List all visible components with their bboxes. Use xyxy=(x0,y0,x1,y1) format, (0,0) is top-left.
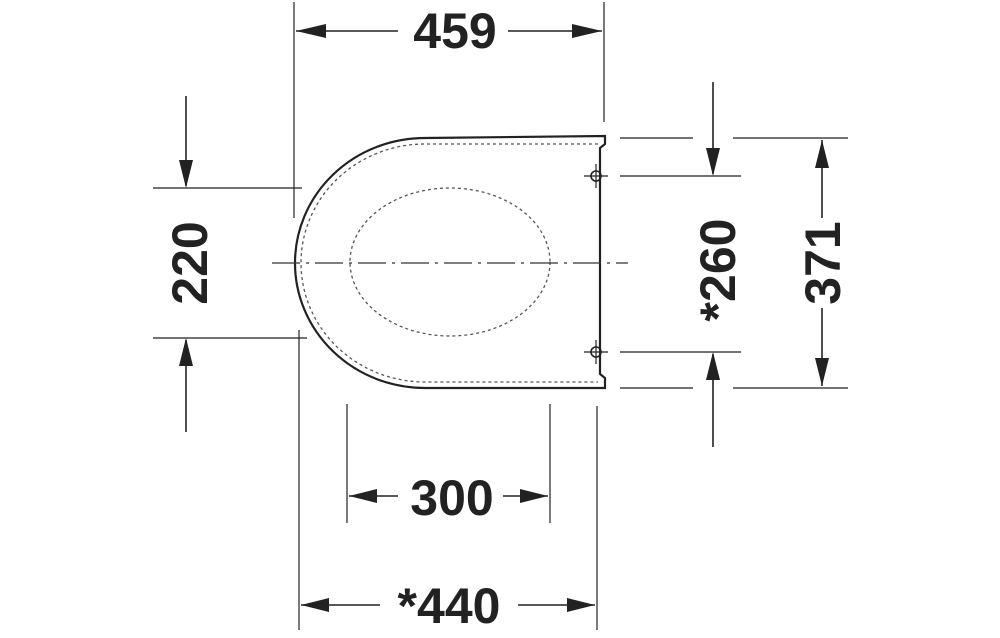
dimension-220: 220 xyxy=(162,96,218,432)
dim-text-371: 371 xyxy=(795,221,851,304)
dimension-260: *260 xyxy=(690,82,746,447)
dim-text-220: 220 xyxy=(162,221,218,304)
dimension-300: 300 xyxy=(349,470,548,526)
dimension-371: 371 xyxy=(795,140,851,386)
dim-text-260: *260 xyxy=(690,219,746,322)
dim-text-300: 300 xyxy=(410,470,493,526)
seat-opening xyxy=(349,187,551,337)
hinge-symbols xyxy=(584,164,608,364)
extension-lines xyxy=(153,2,848,630)
dim-text-459: 459 xyxy=(413,3,496,59)
dimension-459: 459 xyxy=(296,3,602,59)
dim-text-440: *440 xyxy=(398,578,501,634)
seat-outline xyxy=(272,134,628,390)
dimension-440: *440 xyxy=(301,578,595,634)
